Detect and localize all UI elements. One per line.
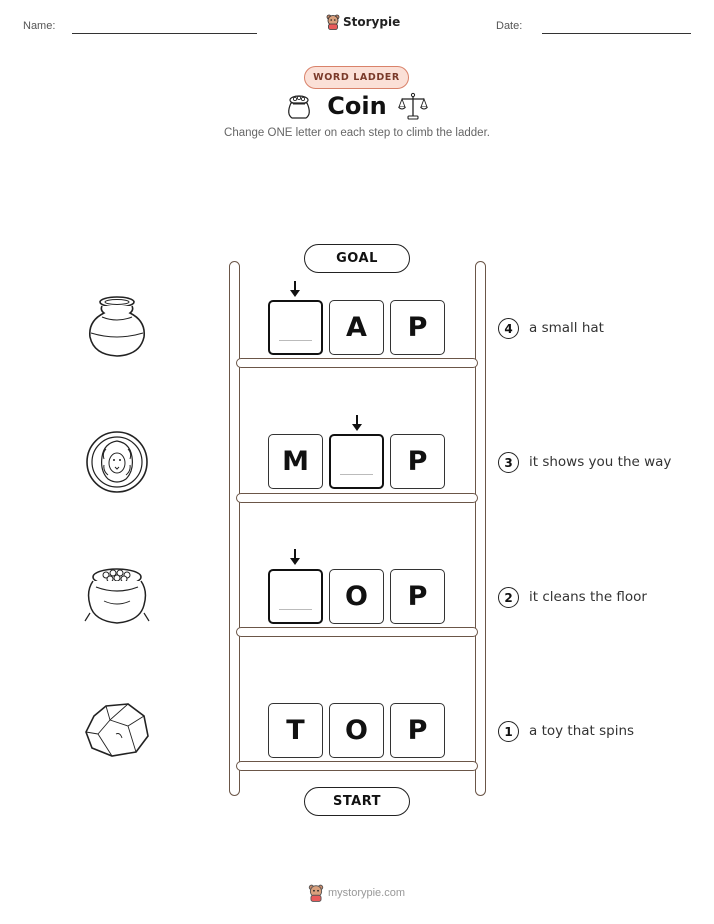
change-arrow <box>351 415 363 436</box>
date-line[interactable] <box>542 33 691 34</box>
lion-coin-icon <box>86 431 148 493</box>
ladder-rung <box>236 627 478 637</box>
letter-tile: O <box>329 569 384 624</box>
clue-text: a small hat <box>529 320 604 336</box>
change-arrow <box>289 281 301 302</box>
arrow-down-icon <box>352 415 362 431</box>
letter-tile: P <box>390 434 445 489</box>
step-number: 2 <box>498 587 519 608</box>
letter-blank[interactable] <box>329 434 384 489</box>
letter-tile: P <box>390 703 445 758</box>
date-label: Date: <box>496 20 523 32</box>
bear-mascot-icon <box>308 884 324 902</box>
coin-sack-icon <box>288 95 310 119</box>
coin-sack-icon <box>84 568 150 624</box>
letter-tile: M <box>268 434 323 489</box>
arrow-down-icon <box>290 281 300 297</box>
bear-mascot-icon <box>326 14 340 30</box>
letter-blank[interactable] <box>268 569 323 624</box>
change-arrow <box>289 549 301 570</box>
goal-label: GOAL <box>304 244 410 273</box>
clue-text: it cleans the floor <box>529 589 647 605</box>
page-title: Coin <box>327 92 387 120</box>
letter-blank[interactable] <box>268 300 323 355</box>
letter-tile: T <box>268 703 323 758</box>
rock-icon <box>85 703 149 757</box>
start-label: START <box>304 787 410 816</box>
ladder-left-rail <box>229 261 240 796</box>
letter-tile: O <box>329 703 384 758</box>
ladder-right-rail <box>475 261 486 796</box>
brand-name: Storypie <box>343 15 401 29</box>
step-number: 1 <box>498 721 519 742</box>
balance-scale-icon <box>398 92 428 120</box>
footer-url[interactable]: mystorypie.com <box>328 887 406 899</box>
name-line[interactable] <box>72 33 257 34</box>
clue-text: a toy that spins <box>529 723 635 739</box>
step-number: 4 <box>498 318 519 339</box>
brand-logo: Storypie <box>326 14 400 30</box>
ladder-rung <box>236 358 478 368</box>
letter-tile: P <box>390 569 445 624</box>
badge-text: WORD LADDER <box>313 72 400 83</box>
name-label: Name: <box>23 20 56 32</box>
footer: mystorypie.com <box>308 884 405 902</box>
arrow-down-icon <box>290 549 300 565</box>
step-number: 3 <box>498 452 519 473</box>
letter-tile: P <box>390 300 445 355</box>
instructions: Change ONE letter on each step to climb … <box>224 127 490 139</box>
letter-tile: A <box>329 300 384 355</box>
word-ladder-badge: WORD LADDER <box>304 66 409 89</box>
pot-icon <box>88 296 146 357</box>
ladder-rung <box>236 761 478 771</box>
clue-text: it shows you the way <box>529 454 672 470</box>
ladder-rung <box>236 493 478 503</box>
